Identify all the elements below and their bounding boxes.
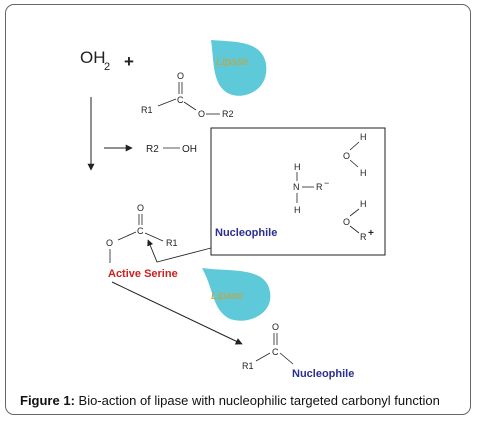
ester-molecule: O C R1 O R2 [141,71,234,119]
plus-sign: + [124,52,134,71]
svg-text:R: R [360,232,367,242]
svg-text:H: H [294,162,301,172]
lipase-shape-top [211,40,267,96]
reaction-arrow-diagonal [111,281,243,345]
svg-text:H: H [360,132,367,142]
water-text: OH [80,48,106,67]
nucleophile-box [210,127,386,256]
acyl-enzyme-molecule: O C R1 O [106,203,178,263]
svg-text:H: H [360,199,367,209]
svg-text:H: H [360,168,367,178]
nucleophile-amine: H N R − H [293,162,329,215]
svg-text:H: H [294,205,301,215]
alcohol-product: R2 OH [146,144,197,155]
svg-text:R2: R2 [222,109,234,119]
svg-text:−: − [324,178,329,188]
lipase-shape-bottom [202,268,271,321]
lipase-label-bottom: Lipase [211,290,243,302]
svg-text:O: O [272,322,279,332]
svg-text:O: O [343,217,350,227]
svg-text:O: O [177,71,184,81]
caption-label: Figure 1: [20,393,75,408]
active-serine-label: Active Serine [108,268,178,280]
water-subscript: 2 [104,61,110,73]
lipase-label-top: Lipase [216,56,248,68]
figure-caption: Figure 1: Bio-action of lipase with nucl… [20,393,440,408]
svg-text:OH: OH [182,144,197,155]
nucleophile-water: H O H [343,132,367,178]
attack-line [147,239,212,263]
caption-text: Bio-action of lipase with nucleophilic t… [74,393,440,408]
svg-text:C: C [177,95,184,105]
svg-text:O: O [137,203,144,213]
svg-text:O: O [106,238,113,248]
nucleophile-label-product: Nucleophile [292,368,354,380]
final-product-molecule: O C R1 [242,322,294,371]
svg-text:O: O [343,151,350,161]
svg-text:R: R [316,182,323,192]
nucleophile-label-box: Nucleophile [215,227,277,239]
svg-text:C: C [137,226,144,236]
svg-text:R2: R2 [146,144,159,155]
svg-text:C: C [272,347,279,357]
svg-text:+: + [368,228,374,239]
svg-text:N: N [293,182,300,192]
svg-text:R1: R1 [242,361,254,371]
svg-text:O: O [198,109,205,119]
svg-text:R1: R1 [166,238,178,248]
nucleophile-alcohol: H O R + [343,199,374,242]
svg-text:R1: R1 [141,105,153,115]
